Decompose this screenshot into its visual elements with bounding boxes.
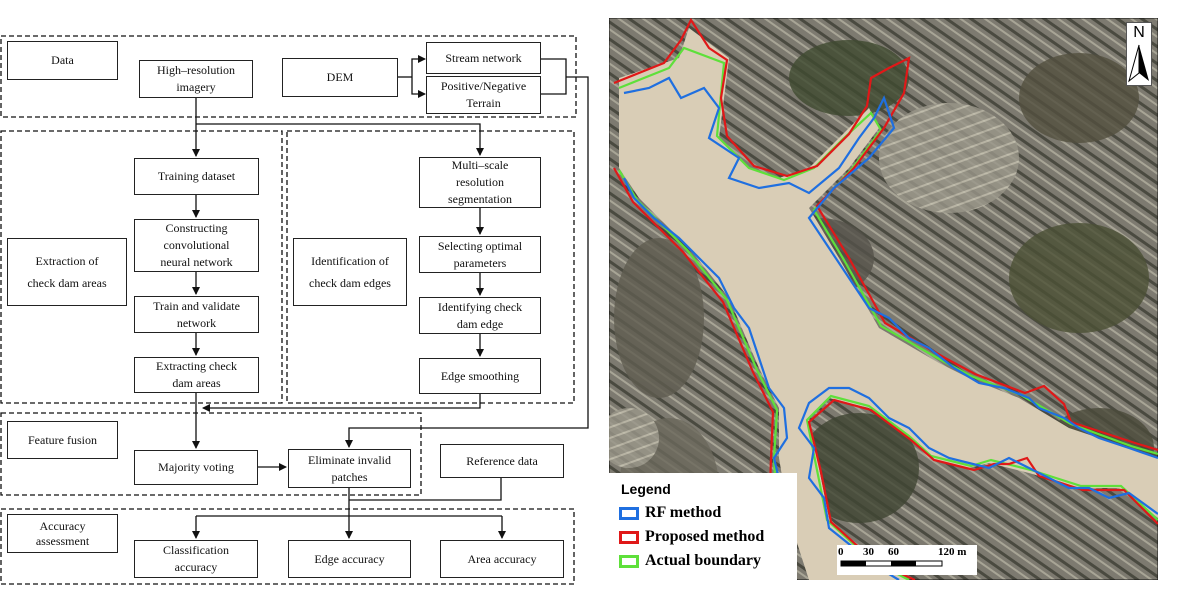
accuracy-assessment-label: Accuracy assessment — [35, 518, 90, 548]
reference-data-box: Reference data — [440, 444, 564, 478]
majority-voting-label: Majority voting — [158, 460, 234, 474]
legend-label: Proposed method — [645, 528, 765, 545]
selecting-params-label: Selecting optimal parameters — [437, 238, 523, 270]
training-dataset-label: Training dataset — [157, 169, 236, 183]
legend-title: Legend — [621, 481, 671, 497]
arrow-terrain-eliminate — [345, 76, 589, 448]
connector-stream-out — [541, 58, 567, 95]
extracting-areas-box: Extracting check dam areas — [134, 357, 259, 393]
stream-network-box: Stream network — [426, 42, 541, 74]
flowchart: Data High–resolution imagery DEM Stream … — [0, 35, 589, 585]
connector-reference — [349, 478, 502, 501]
selecting-params-box: Selecting optimal parameters — [419, 236, 541, 273]
data-label-box: Data — [7, 41, 118, 80]
train-validate-label: Train and validate network — [153, 298, 240, 330]
accuracy-assessment-box: Accuracy assessment — [7, 514, 118, 553]
legend-label: RF method — [645, 504, 722, 521]
vegetation-patches — [609, 40, 1154, 558]
arrow-dem-stream — [411, 55, 426, 77]
edge-smoothing-label: Edge smoothing — [440, 368, 520, 383]
constructing-cnn-label: Constructing convolutional neural networ… — [160, 221, 233, 269]
scale-tick-label: 120 m — [938, 546, 967, 558]
arrow-smooth-fusion — [202, 394, 481, 412]
classification-accuracy-label: Classification accuracy — [163, 543, 229, 574]
arrow-dem-terrain — [411, 77, 426, 98]
scale-bar: 0 30 60 120 m — [837, 545, 977, 575]
legend-item: Proposed method — [619, 527, 764, 547]
arrow-imagery-segmentation — [196, 123, 484, 156]
identification-label: Identification of check dam edges — [309, 254, 391, 290]
identifying-edge-box: Identifying check dam edge — [419, 297, 541, 334]
legend-item: Actual boundary — [619, 551, 761, 571]
majority-voting-box: Majority voting — [134, 450, 258, 485]
legend-label: Actual boundary — [645, 552, 762, 569]
feature-fusion-box: Feature fusion — [7, 421, 118, 459]
reference-data-label: Reference data — [466, 453, 538, 468]
area-accuracy-label: Area accuracy — [467, 551, 537, 566]
north-arrow-icon — [1128, 44, 1149, 83]
terrain-box: Positive/Negative Terrain — [426, 76, 541, 114]
scale-tick-label: 0 — [838, 546, 844, 558]
edge-smoothing-box: Edge smoothing — [419, 358, 541, 394]
north-arrow: N — [1126, 22, 1152, 86]
valley-floor — [619, 28, 1158, 580]
area-accuracy-box: Area accuracy — [440, 540, 564, 578]
frame-accuracy — [0, 508, 575, 585]
data-label: Data — [51, 53, 74, 67]
stream-network-label: Stream network — [445, 50, 522, 65]
high-res-imagery-box: High–resolution imagery — [139, 60, 253, 98]
eliminate-patches-label: Eliminate invalid patches — [308, 452, 391, 484]
dem-label: DEM — [326, 70, 354, 84]
eliminate-patches-box: Eliminate invalid patches — [288, 449, 411, 488]
flowchart-connectors — [0, 35, 589, 585]
edge-accuracy-label: Edge accuracy — [314, 551, 385, 566]
dem-box: DEM — [282, 58, 398, 97]
extraction-label-box: Extraction of check dam areas — [7, 238, 127, 306]
identification-label-box: Identification of check dam edges — [293, 238, 407, 306]
terrain-label: Positive/Negative Terrain — [440, 79, 527, 110]
frame-fusion — [0, 412, 422, 496]
legend-swatch — [619, 506, 639, 520]
scale-tick-label: 30 — [863, 546, 874, 558]
north-label: N — [1133, 24, 1145, 41]
legend-swatch — [619, 554, 639, 568]
legend-swatch — [619, 530, 639, 544]
feature-fusion-label: Feature fusion — [28, 432, 97, 447]
legend-item: RF method — [619, 503, 721, 523]
multiscale-seg-box: Multi–scale resolution segmentation — [419, 157, 541, 208]
multiscale-seg-label: Multi–scale resolution segmentation — [448, 158, 512, 206]
extracting-areas-label: Extracting check dam areas — [156, 359, 237, 390]
scale-bar-graphic — [840, 560, 943, 567]
edge-accuracy-box: Edge accuracy — [288, 540, 411, 578]
high-res-imagery-label: High–resolution imagery — [157, 63, 235, 94]
scale-tick-label: 60 — [888, 546, 899, 558]
training-dataset-box: Training dataset — [134, 158, 259, 195]
classification-accuracy-box: Classification accuracy — [134, 540, 258, 578]
extraction-label: Extraction of check dam areas — [27, 254, 107, 290]
frame-extraction — [0, 130, 283, 404]
identifying-edge-label: Identifying check dam edge — [437, 299, 523, 331]
train-validate-box: Train and validate network — [134, 296, 259, 333]
constructing-cnn-box: Constructing convolutional neural networ… — [134, 219, 259, 272]
